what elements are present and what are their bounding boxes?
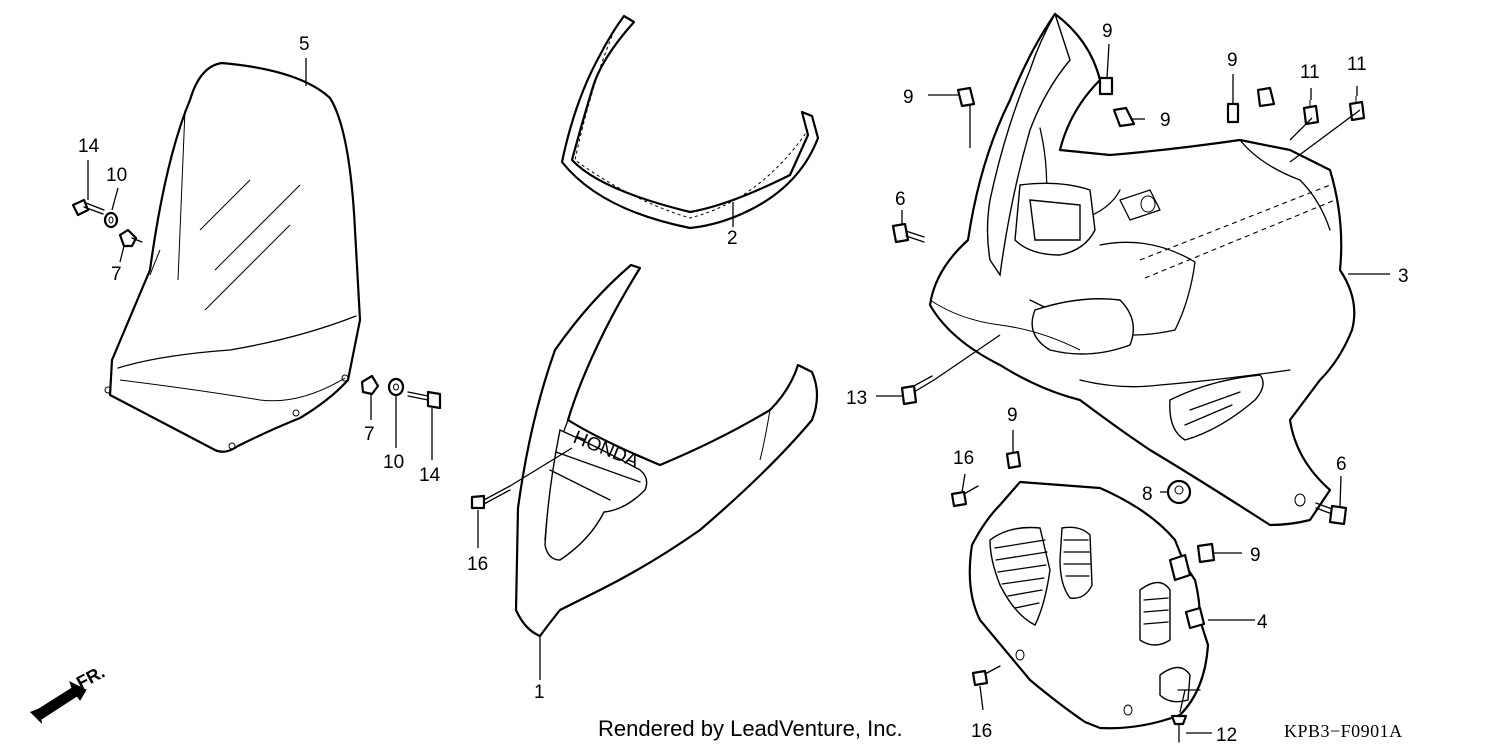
clip-9-screen[interactable] [956, 86, 976, 108]
clip-9-c[interactable] [1226, 102, 1240, 124]
callout-7-left: 7 [111, 264, 122, 285]
callout-6-right: 6 [1336, 454, 1347, 475]
front-top-cover[interactable] [928, 12, 1356, 527]
callout-1: 1 [534, 682, 545, 703]
bolt-6-right[interactable] [1315, 502, 1348, 526]
callout-5: 5 [299, 34, 310, 55]
callout-7-right: 7 [364, 424, 375, 445]
callout-13: 13 [846, 388, 867, 409]
callout-10-right: 10 [383, 452, 404, 473]
callout-11-b: 11 [1347, 54, 1367, 75]
callout-11-a: 11 [1300, 62, 1320, 83]
callout-8: 8 [1142, 484, 1153, 505]
callout-9-a: 9 [903, 87, 914, 108]
clip-9-a[interactable] [1098, 76, 1114, 96]
callout-16-a: 16 [467, 554, 488, 575]
inner-lower-cover[interactable] [968, 480, 1210, 730]
callout-9-b: 9 [1102, 21, 1113, 42]
callout-4: 4 [1257, 612, 1268, 633]
callout-12: 12 [1216, 725, 1237, 746]
nut-8[interactable] [1166, 479, 1192, 505]
diagram-code: KPB3−F0901A [1284, 721, 1403, 741]
callout-16-b: 16 [953, 448, 974, 469]
nut-11-a[interactable] [1302, 100, 1320, 126]
front-lower-cowl[interactable]: HONDA [514, 263, 819, 638]
grommet-7-left[interactable] [118, 228, 143, 248]
grommet-7-right[interactable] [360, 374, 380, 396]
callout-9-d: 9 [1227, 50, 1238, 71]
callout-10-left: 10 [106, 165, 127, 186]
bolt-6-top[interactable] [891, 222, 925, 244]
screw-16-b[interactable] [950, 485, 979, 508]
clip-9-d[interactable] [1256, 86, 1276, 108]
callout-9-f: 9 [1250, 545, 1261, 566]
washer-10-left[interactable] [103, 211, 119, 229]
bolt-14-right[interactable] [407, 390, 442, 410]
bolt-13[interactable] [900, 375, 935, 406]
clip-9-b[interactable] [1112, 106, 1136, 128]
washer-10-right[interactable] [387, 377, 405, 397]
screw-12[interactable] [1170, 714, 1188, 743]
credit-text: Rendered by LeadVenture, Inc. [598, 716, 903, 741]
screw-16-a[interactable] [470, 485, 511, 510]
callout-14-left: 14 [78, 136, 100, 157]
clip-9-e[interactable] [1005, 450, 1022, 470]
callout-16-c: 16 [971, 721, 992, 742]
callout-9-e: 9 [1007, 405, 1018, 426]
leader-lines [87, 43, 1390, 734]
screw-16-c[interactable] [971, 665, 1001, 687]
windscreen[interactable] [104, 61, 362, 453]
callout-6-top: 6 [895, 189, 906, 210]
clip-9-f[interactable] [1196, 542, 1216, 564]
callout-14-right: 14 [419, 465, 441, 486]
bolt-14-left[interactable] [71, 198, 105, 217]
callout-3: 3 [1398, 266, 1409, 287]
callout-2: 2 [727, 228, 738, 249]
screen-seal[interactable] [560, 14, 820, 230]
callout-9-c: 9 [1160, 110, 1171, 131]
front-direction-arrow-icon [30, 681, 87, 724]
